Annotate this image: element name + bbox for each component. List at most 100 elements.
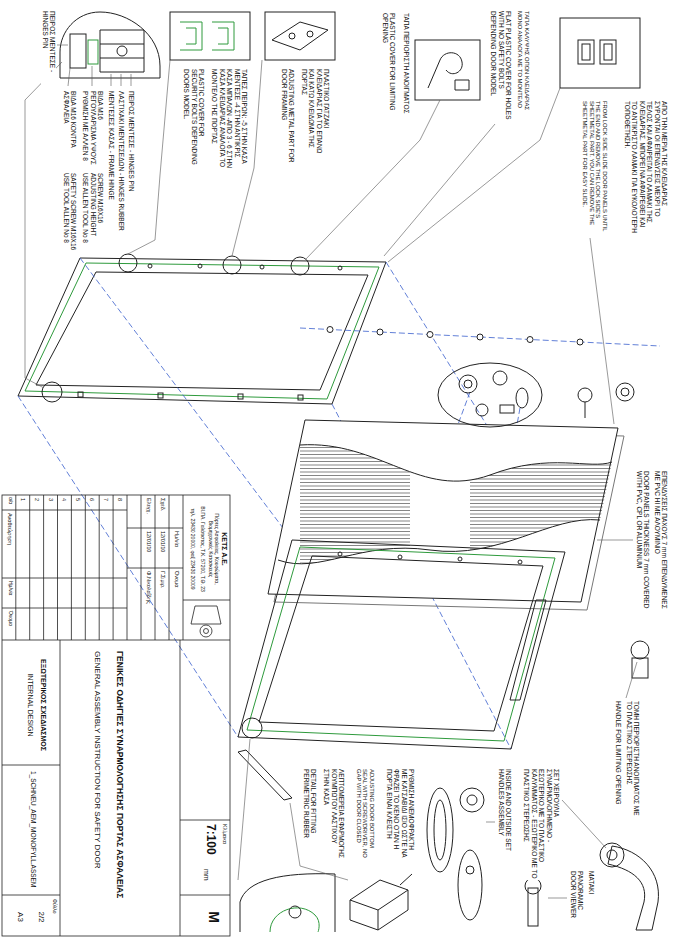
door-frame	[78, 392, 83, 397]
seal-detail	[400, 874, 412, 885]
note-text: ADJUSTING DOOR BOTTOM SEAL WITH SCREWDRI…	[355, 768, 375, 862]
hinge-detail	[60, 12, 160, 78]
detail-box	[578, 40, 594, 64]
title-block-text: INTERNAL DESIGN	[26, 645, 34, 765]
door-panel	[470, 573, 620, 574]
door-panel	[470, 538, 620, 539]
handle-set	[600, 843, 624, 867]
title-block-text: 6	[89, 497, 95, 502]
door-frame	[25, 263, 379, 399]
part-label: FLAT PLASTIC COVER FOR HOLES WITH NO SAF…	[490, 10, 512, 122]
center-line	[300, 328, 660, 346]
title-block-frame	[29, 495, 30, 640]
door-panel	[470, 570, 620, 571]
part-label: ΠΕΙΡΟΣ ΜΕΝΤΕΣΕ - HINGES PIN	[128, 90, 135, 193]
title-block-frame	[2, 765, 60, 766]
door-panel	[300, 444, 410, 445]
title-block-text: 1	[20, 497, 26, 502]
handle-set	[434, 800, 446, 860]
door-panel	[300, 475, 410, 476]
door-panel	[300, 594, 410, 595]
door-panel	[300, 493, 410, 494]
door-panel	[300, 461, 410, 462]
part-label: ΕΠΕΝΔΥΣΕΙΣ ΠΑΧΟΥΣ 7 mm ΕΠΕΝΔΥΜΕΝΕΣ ΜΕ PV…	[653, 470, 668, 612]
door-panel	[300, 500, 410, 501]
door-panel	[300, 430, 410, 431]
seal-detail	[350, 880, 408, 930]
door-panel	[300, 510, 410, 511]
note-text: ΑΠΟ ΤΗΝ ΜΕΡΙΑ ΤΗΣ ΚΛΕΙΔΑΡΙΑΣ ΣΥΡΟΝΤΑΙ ΟΙ…	[623, 100, 668, 237]
note-text: ΡΥΘΜΙΣΗ ΑΝΕΜΟΦΡΑΚΤΗ ΜΕ ΚΑΤΣΑΒΙΔΙ ΙΣΙΟ ΩΣ…	[385, 768, 415, 862]
door-panel	[470, 566, 620, 567]
title-block-text: Σχεδ.	[160, 497, 166, 512]
seal-detail	[350, 874, 412, 930]
door-panel	[470, 521, 620, 522]
part-label: ΒΙΔΑ Μ16 ΡΕΓΟΥΛΑΡΙΣΜΑ ΥΨΟΥΣ ΡΥΘΜΙΣΗ ΜΕ Α…	[82, 90, 104, 170]
door-leaf	[510, 600, 546, 700]
detail-box	[272, 22, 328, 50]
lock-hardware	[621, 388, 629, 396]
door-panel	[300, 489, 410, 490]
lock-hardware	[493, 371, 507, 385]
door-panel	[470, 500, 620, 501]
door-leaf	[398, 555, 402, 559]
center-line	[18, 396, 238, 737]
door-panel	[300, 587, 410, 588]
detail-box	[600, 40, 616, 64]
handle-set	[427, 788, 453, 872]
part-label: ΤΑΠΑ ΚΑΛΥΨΗΣ ΟΠΩΝ ΚΛΕΙΔΑΡΙΑΣ ΜΟΝΟ ΑΝΑΛΟΓ…	[517, 10, 530, 122]
leader-line	[626, 662, 637, 698]
title-block-frame	[2, 510, 127, 511]
door-panel	[300, 458, 410, 459]
door-leaf	[238, 540, 565, 800]
title-block-text: Ελεγχ.	[146, 497, 152, 515]
part-label: ΠΛΑΣΤΙΚΟ ΓΑΤΖΑΚΙ ΚΛΕΙΔΑΡΙΑΣ ΓΙΑ ΤΟ ΕΠΑΝΩ…	[300, 68, 330, 165]
title-block-text: Κλίμακα	[222, 823, 228, 845]
door-panel	[300, 472, 410, 473]
detail-box	[415, 40, 480, 100]
lock-hardware	[578, 388, 592, 402]
door-panel	[470, 577, 620, 578]
rubber-detail	[240, 874, 335, 932]
handle-set	[607, 850, 617, 860]
title-block-text: 2	[34, 497, 40, 502]
title-block-frame	[200, 625, 212, 637]
part-label: PLASTIC COVER FOR SECURITY BOLTS DEPENDI…	[183, 68, 205, 170]
title-block-frame	[60, 640, 61, 936]
title-block-frame	[2, 895, 60, 896]
title-block-frame	[2, 608, 127, 609]
title-block-text: 3	[48, 497, 54, 502]
lock-hardware	[500, 405, 514, 413]
part-label: ΠΕΙΡΟΣ ΜΕΝΤΕΣΕ - HINGES PIN	[41, 10, 56, 87]
door-panel	[300, 517, 410, 518]
rubber-detail	[270, 908, 319, 932]
leader-line	[121, 74, 122, 86]
door-panel	[300, 552, 410, 553]
door-frame	[238, 394, 243, 399]
part-label: SCREW M16X16 ADJUSTING HEIGHT USE ALLEN …	[82, 172, 104, 252]
door-panel	[470, 531, 620, 532]
title-block-text: M	[206, 898, 222, 936]
door-panel	[470, 528, 620, 529]
door-panel	[300, 447, 410, 448]
title-block-frame	[180, 640, 181, 936]
leader-line	[590, 238, 614, 424]
rubber-detail	[289, 906, 301, 918]
door-panel	[470, 489, 620, 490]
door-panel	[470, 510, 620, 511]
screw	[527, 337, 533, 343]
door-panel	[300, 538, 410, 539]
leader-line	[562, 800, 606, 848]
leader-line	[128, 60, 170, 254]
leader-line	[486, 822, 495, 823]
part-label: PLASTIC COVER FOR LIMITING OPENING	[381, 12, 396, 132]
part-label: ΒΙΔΑ Μ16 ΚΟΝΤΡΑ ΑΣΦΑΛΕΙΑ	[62, 90, 77, 170]
part-label: SAFETY SCREW M16X16 USE TOOL ALLEN No 8	[62, 172, 77, 252]
title-block-frame	[71, 495, 72, 640]
leader-line	[68, 68, 70, 86]
door-panel	[300, 528, 410, 529]
title-block-frame	[169, 495, 170, 640]
title-block-text: 1_SCHNEU_AEM_MONOFYLL.ASSEM	[30, 770, 37, 888]
handle-set	[525, 878, 541, 894]
leader-line	[388, 88, 560, 262]
